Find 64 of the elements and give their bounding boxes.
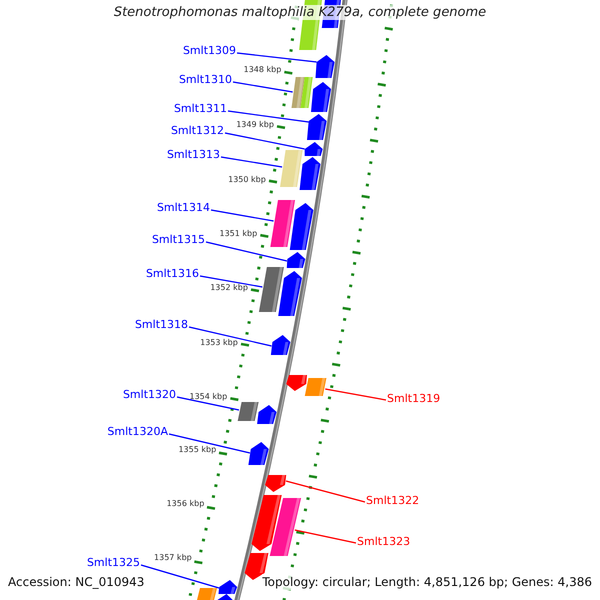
gene-label: Smlt1309 — [182, 44, 236, 58]
scale-label: 1355 kbp — [178, 445, 216, 454]
leader-line — [188, 326, 272, 347]
leader-line — [168, 433, 250, 454]
gene-block — [270, 200, 295, 247]
gene-label: Smlt1319 — [387, 392, 440, 406]
scale-label: 1349 kbp — [236, 120, 274, 129]
gene-block — [311, 82, 332, 112]
gene-block — [304, 142, 323, 156]
gene-block — [252, 495, 282, 551]
gene-block — [278, 271, 302, 316]
gene-label: Smlt1318 — [134, 318, 188, 332]
scale-label: 1354 kbp — [190, 392, 228, 401]
gene-block — [270, 335, 290, 355]
scale-label: 1352 kbp — [210, 283, 248, 292]
gene-block — [238, 402, 259, 421]
leader-line — [286, 480, 366, 503]
scale-label: 1356 kbp — [166, 499, 204, 508]
gene-block — [258, 267, 284, 312]
gene-block — [270, 498, 302, 556]
leader-line — [325, 388, 386, 401]
leader-line — [294, 529, 356, 544]
leader-line — [206, 241, 288, 262]
gene-label: Smlt1312 — [170, 124, 224, 138]
leader-line — [224, 132, 305, 150]
gene-block — [307, 114, 327, 140]
gene-block — [286, 375, 307, 391]
scale-label: 1353 kbp — [200, 338, 238, 347]
gene-block — [292, 77, 305, 108]
gene-block — [196, 588, 217, 600]
gene-label: Smlt1313 — [166, 148, 220, 162]
gene-label: Smlt1325 — [86, 556, 140, 570]
leader-line — [220, 156, 282, 168]
gene-block — [286, 252, 306, 268]
leader-line — [200, 275, 262, 288]
gene-block — [265, 475, 286, 492]
leader-line — [232, 81, 293, 93]
gene-block — [257, 405, 277, 424]
genome-info-text: Topology: circular; Length: 4,851,126 bp; Genes: 4,386 — [262, 574, 592, 590]
leader-line — [236, 52, 317, 63]
leader-line — [210, 209, 274, 222]
leader-line — [228, 110, 309, 123]
leader-line — [140, 564, 220, 589]
gene-block — [316, 55, 335, 78]
gene-label: Smlt1315 — [152, 233, 205, 247]
gene-block — [280, 150, 303, 187]
scale-label: 1350 kbp — [228, 175, 266, 184]
scale-label: 1348 kbp — [244, 65, 282, 74]
scale-label: 1351 kbp — [219, 229, 258, 238]
gene-block — [290, 203, 314, 250]
gene-label: Smlt1314 — [156, 201, 210, 215]
gene-block — [300, 77, 313, 108]
gene-label: Smlt1320A — [107, 425, 168, 439]
gene-label: Smlt1323 — [357, 535, 410, 549]
gene-block — [304, 378, 326, 396]
accession-text: Accession: NC_010943 — [8, 574, 144, 590]
gene-label: Smlt1310 — [178, 73, 232, 87]
gene-label: Smlt1320 — [122, 388, 176, 402]
gene-label: Smlt1311 — [174, 102, 227, 116]
scale-label: 1357 kbp — [154, 553, 192, 562]
leader-line — [176, 396, 240, 411]
gene-label: Smlt1316 — [146, 267, 199, 281]
gene-label: Smlt1322 — [366, 494, 420, 508]
gene-block — [248, 442, 269, 465]
